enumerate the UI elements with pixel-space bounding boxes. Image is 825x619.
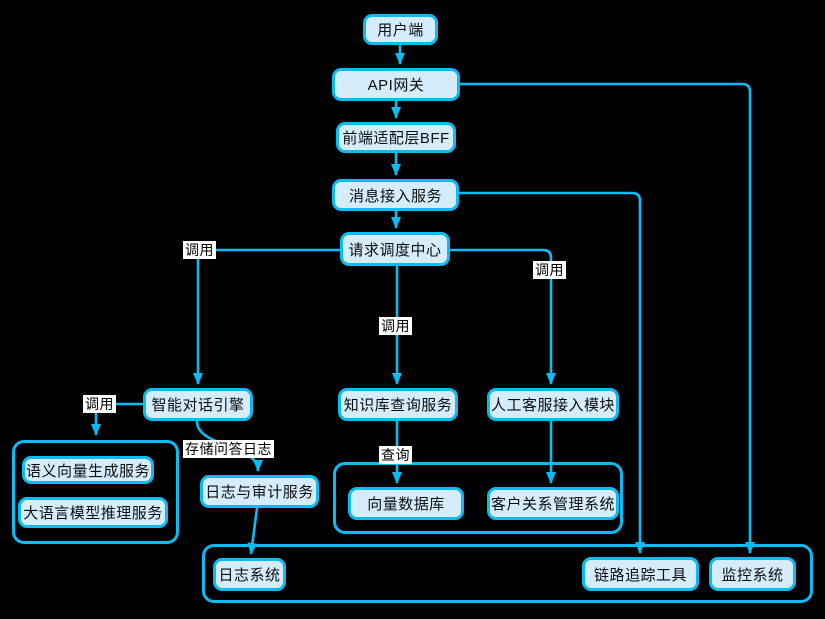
- node-embedding-service: 语义向量生成服务: [22, 456, 154, 484]
- node-chat-engine: 智能对话引擎: [143, 388, 253, 421]
- node-dispatch-center: 请求调度中心: [340, 232, 450, 266]
- edge-label-call-chat-engine: 调用: [183, 241, 216, 259]
- edge-label-query: 查询: [379, 446, 412, 464]
- node-crm-system: 客户关系管理系统: [487, 487, 619, 520]
- node-kb-query-service: 知识库查询服务: [338, 388, 458, 421]
- node-log-system: 日志系统: [213, 558, 286, 591]
- node-vector-db: 向量数据库: [348, 487, 464, 520]
- edge-label-store-qa-log: 存储问答日志: [183, 440, 274, 458]
- node-user-client: 用户端: [363, 14, 438, 45]
- node-bff-layer: 前端适配层BFF: [336, 122, 456, 153]
- node-human-cs-module: 人工客服接入模块: [487, 388, 619, 421]
- node-llm-inference-service: 大语言模型推理服务: [18, 497, 168, 528]
- node-api-gateway: API网关: [332, 68, 460, 101]
- group-infrastructure: [202, 544, 813, 603]
- edge-dispatch-to-chat-engine: [193, 248, 341, 385]
- edge-label-call-human-cs: 调用: [533, 261, 566, 279]
- node-monitor-system: 监控系统: [709, 557, 796, 591]
- edge-api-gateway-to-monitor: [460, 82, 755, 554]
- edge-label-call-kb-query: 调用: [379, 317, 412, 335]
- edge-message-service-to-trace: [459, 191, 645, 554]
- node-log-audit-service: 日志与审计服务: [200, 475, 319, 508]
- group-inference-services: [12, 440, 179, 544]
- edge-label-call-embedding: 调用: [83, 395, 116, 413]
- edge-dispatch-to-human-cs: [448, 248, 556, 385]
- node-trace-tool: 链路追踪工具: [582, 557, 699, 591]
- group-data-stores: [333, 462, 623, 534]
- node-message-service: 消息接入服务: [332, 179, 459, 211]
